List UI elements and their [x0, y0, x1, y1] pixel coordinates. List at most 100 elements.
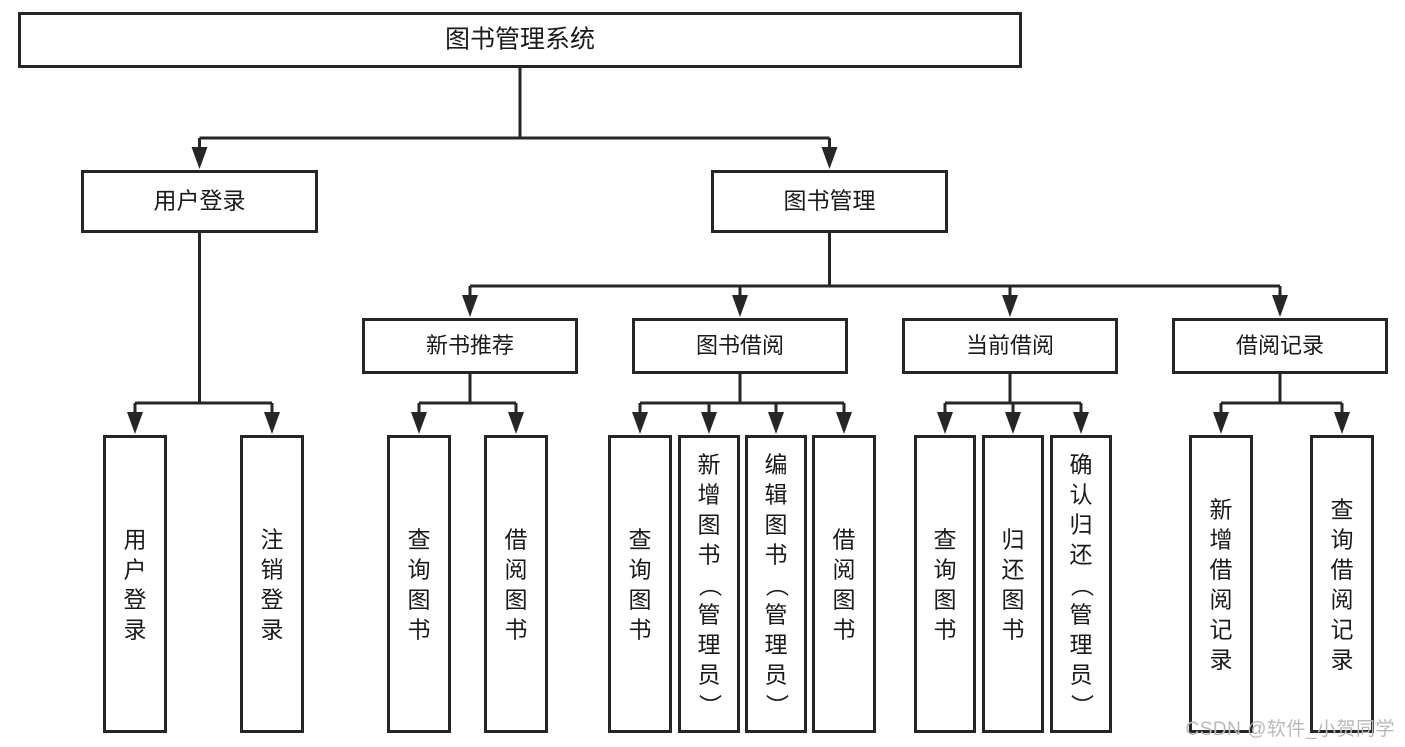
arrow-head-icon	[127, 412, 143, 434]
arrow-head-icon	[632, 412, 648, 434]
node-label-char: 查	[408, 526, 431, 552]
node-label: 新书推荐	[426, 333, 514, 358]
node-box	[902, 318, 1118, 374]
node-layer: 图书管理系统用户登录图书管理新书推荐图书借阅当前借阅借阅记录用户登录用户登录注销…	[18, 12, 1388, 733]
arrow-head-icon	[1073, 412, 1089, 434]
node-label-char: 认	[1070, 481, 1093, 507]
node-box	[745, 435, 807, 733]
arrow-head-icon	[1334, 412, 1350, 434]
node-label-char: 理	[698, 631, 721, 657]
node-label-char: 登	[261, 586, 284, 612]
node-label-char: 图	[1002, 586, 1025, 612]
node-label-char: ）	[697, 694, 723, 717]
node-label-char: 记	[1210, 616, 1233, 642]
node-label-char: 书	[698, 541, 721, 567]
node-book-management[interactable]: 图书管理	[711, 170, 948, 233]
node-box	[103, 435, 167, 733]
node-label-char: 阅	[1331, 586, 1354, 612]
node-current-borrow[interactable]: 当前借阅	[902, 318, 1118, 374]
node-leaf-query-book-3[interactable]: 查询图书查询图书	[914, 435, 976, 733]
node-label-char: 图	[833, 586, 856, 612]
node-label-char: 询	[408, 556, 431, 582]
node-label-char: 询	[629, 556, 652, 582]
arrow-head-icon	[732, 295, 748, 317]
arrow-head-icon	[508, 412, 524, 434]
node-box	[1189, 435, 1253, 733]
node-label-char: 辑	[765, 481, 788, 507]
node-root[interactable]: 图书管理系统	[18, 12, 1022, 68]
node-label-char: ）	[764, 694, 790, 717]
node-label-char: 理	[765, 631, 788, 657]
node-label-char: （	[1069, 574, 1095, 597]
node-label-char: 借	[833, 526, 856, 552]
node-label: 当前借阅	[966, 333, 1054, 358]
node-box	[362, 318, 578, 374]
node-label-char: 查	[629, 526, 652, 552]
node-box	[1310, 435, 1374, 733]
node-label-char: 借	[1331, 556, 1354, 582]
node-label-char: 员	[1070, 661, 1093, 687]
node-label-char: 阅	[505, 556, 528, 582]
node-label-char: 书	[408, 616, 431, 642]
arrow-head-icon	[1005, 412, 1021, 434]
arrow-head-icon	[264, 412, 280, 434]
node-label-char: 图	[698, 511, 721, 537]
node-leaf-borrow-book-1[interactable]: 借阅图书借阅图书	[484, 435, 548, 733]
node-label-char: 编	[765, 451, 788, 477]
node-label-char: 管	[765, 601, 788, 627]
node-label-char: 户	[124, 556, 147, 582]
node-box	[711, 170, 948, 233]
node-leaf-query-book-2[interactable]: 查询图书查询图书	[608, 435, 672, 733]
node-label-char: 还	[1002, 556, 1025, 582]
node-leaf-query-book-1[interactable]: 查询图书查询图书	[387, 435, 451, 733]
node-label-char: 阅	[1210, 586, 1233, 612]
node-label-char: 书	[833, 616, 856, 642]
node-label-char: 员	[698, 661, 721, 687]
node-leaf-logout[interactable]: 注销登录注销登录	[240, 435, 304, 733]
node-label-char: 录	[1331, 646, 1354, 672]
node-label-char: 图	[934, 586, 957, 612]
node-label-char: ）	[1069, 694, 1095, 717]
node-label-char: 书	[1002, 616, 1025, 642]
node-label-char: 管	[698, 601, 721, 627]
node-box	[914, 435, 976, 733]
arrow-head-icon	[411, 412, 427, 434]
node-user-login[interactable]: 用户登录	[81, 170, 318, 233]
node-leaf-borrow-book-2[interactable]: 借阅图书借阅图书	[812, 435, 876, 733]
node-label-char: 阅	[833, 556, 856, 582]
node-label-char: 增	[1210, 526, 1233, 552]
node-label-char: 图	[408, 586, 431, 612]
node-book-borrow[interactable]: 图书借阅	[632, 318, 848, 374]
node-box	[982, 435, 1044, 733]
arrow-head-icon	[1272, 295, 1288, 317]
node-label-char: 录	[1210, 646, 1233, 672]
node-label-char: 归	[1002, 526, 1025, 552]
node-leaf-query-record[interactable]: 查询借阅记录查询借阅记录	[1310, 435, 1374, 733]
node-label-char: 询	[1331, 526, 1354, 552]
node-label-char: 查	[934, 526, 957, 552]
node-box	[632, 318, 848, 374]
node-label-char: 图	[765, 511, 788, 537]
node-box	[484, 435, 548, 733]
node-leaf-user-login[interactable]: 用户登录用户登录	[103, 435, 167, 733]
node-label-char: （	[764, 574, 790, 597]
node-label-char: 书	[765, 541, 788, 567]
node-box	[608, 435, 672, 733]
node-label-char: 管	[1070, 601, 1093, 627]
node-new-book-recommend[interactable]: 新书推荐	[362, 318, 578, 374]
node-leaf-add-record[interactable]: 新增借阅记录新增借阅记录	[1189, 435, 1253, 733]
node-leaf-return-book[interactable]: 归还图书归还图书	[982, 435, 1044, 733]
arrow-head-icon	[191, 147, 208, 169]
node-label-char: 确	[1070, 451, 1093, 477]
node-box	[81, 170, 318, 233]
node-label-char: 询	[934, 556, 957, 582]
node-box	[1172, 318, 1388, 374]
node-label: 借阅记录	[1236, 333, 1324, 358]
node-box	[1050, 435, 1112, 733]
node-borrow-record[interactable]: 借阅记录	[1172, 318, 1388, 374]
